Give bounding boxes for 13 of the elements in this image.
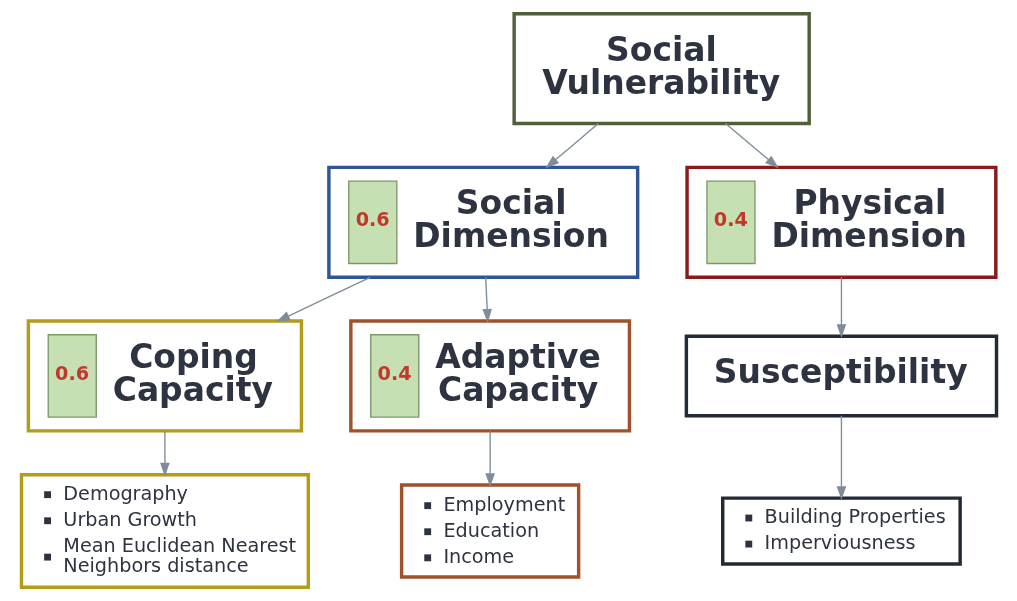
node-box: Employment Education Income (399, 483, 580, 579)
node-box: Social Vulnerability (511, 11, 811, 126)
node-box: Building Properties Imperviousness (720, 496, 962, 566)
arrow (836, 276, 846, 338)
arrow (836, 415, 846, 500)
arrow (159, 430, 170, 477)
arrow (724, 122, 779, 169)
arrow (481, 276, 492, 323)
node-box: Susceptibility (684, 334, 998, 418)
arrow (545, 122, 599, 169)
arrow (275, 276, 371, 322)
node-box: Demography Urban Growth Mean Euclidean Nearest Neighbors distance (19, 473, 310, 590)
arrow (484, 430, 495, 488)
